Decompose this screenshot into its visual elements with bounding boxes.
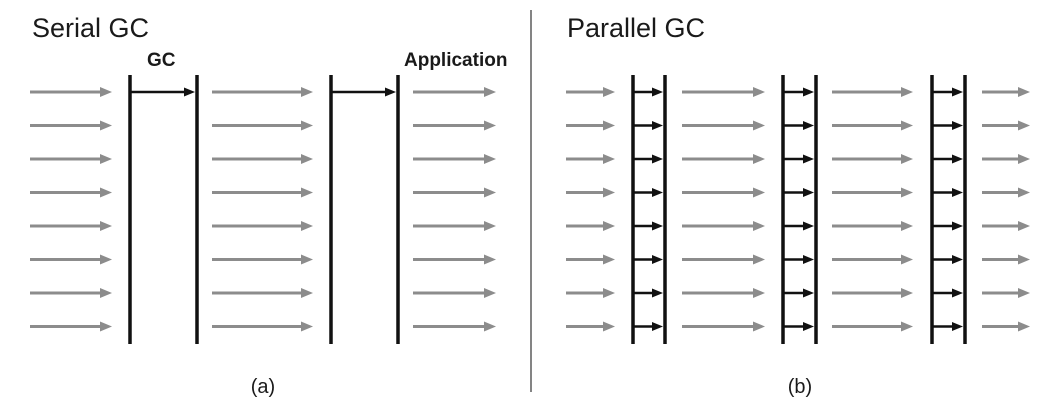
gc-label: GC	[147, 50, 176, 71]
serial-app-arrow	[212, 154, 313, 164]
parallel-app-arrow	[982, 87, 1030, 97]
parallel-app-arrow	[832, 87, 913, 97]
parallel-gc-arrow	[783, 188, 814, 197]
parallel-gc-arrow	[633, 322, 663, 331]
parallel-app-arrow	[982, 288, 1030, 298]
parallel-gc-arrow	[633, 188, 663, 197]
parallel-gc-arrow	[932, 322, 963, 331]
parallel-app-arrow	[566, 221, 615, 231]
parallel-gc-arrow	[932, 255, 963, 264]
serial-app-arrow	[30, 254, 112, 265]
serial-app-arrow	[413, 321, 496, 332]
parallel-app-arrow	[982, 187, 1030, 198]
parallel-app-arrow	[566, 87, 615, 97]
serial-gc-arrow	[331, 87, 396, 97]
parallel-app-arrow	[566, 321, 615, 332]
parallel-app-arrow	[682, 288, 765, 298]
serial-app-arrow	[212, 120, 313, 131]
serial-app-arrow	[413, 120, 496, 131]
parallel-gc-arrow	[932, 154, 963, 164]
serial-gc-title: Serial GC	[32, 13, 149, 43]
parallel-app-arrow	[832, 187, 913, 198]
parallel-app-arrow	[982, 321, 1030, 332]
parallel-app-arrow	[832, 321, 913, 332]
serial-app-arrow	[30, 321, 112, 332]
parallel-app-arrow	[566, 187, 615, 198]
serial-app-arrow	[30, 187, 112, 198]
serial-app-arrow	[212, 288, 313, 298]
serial-app-arrow	[413, 187, 496, 198]
parallel-app-arrow	[566, 254, 615, 265]
parallel-gc-arrow	[783, 87, 814, 97]
parallel-gc-arrow	[932, 288, 963, 298]
serial-app-arrow	[413, 288, 496, 298]
parallel-gc-panel	[566, 75, 1030, 344]
serial-app-arrow	[30, 87, 112, 97]
parallel-gc-arrow	[783, 121, 814, 130]
serial-app-arrow	[413, 221, 496, 231]
parallel-gc-arrow	[633, 288, 663, 298]
parallel-app-arrow	[566, 154, 615, 164]
parallel-gc-arrow	[783, 322, 814, 331]
parallel-gc-arrow	[633, 87, 663, 97]
parallel-app-arrow	[982, 120, 1030, 131]
caption-b: (b)	[788, 376, 812, 398]
parallel-gc-arrow	[783, 255, 814, 264]
parallel-app-arrow	[682, 87, 765, 97]
parallel-app-arrow	[566, 120, 615, 131]
parallel-gc-arrow	[932, 87, 963, 97]
parallel-gc-arrow	[783, 221, 814, 231]
parallel-gc-arrow	[633, 121, 663, 130]
parallel-gc-arrow	[633, 255, 663, 264]
parallel-app-arrow	[832, 221, 913, 231]
serial-app-arrow	[413, 254, 496, 265]
parallel-gc-arrow	[932, 188, 963, 197]
serial-app-arrow	[212, 221, 313, 231]
serial-app-arrow	[413, 87, 496, 97]
parallel-app-arrow	[832, 254, 913, 265]
parallel-gc-arrow	[932, 221, 963, 231]
serial-app-arrow	[30, 288, 112, 298]
parallel-gc-arrow	[633, 154, 663, 164]
parallel-app-arrow	[682, 187, 765, 198]
serial-app-arrow	[413, 154, 496, 164]
caption-a: (a)	[251, 376, 275, 398]
serial-app-arrow	[30, 154, 112, 164]
parallel-gc-title: Parallel GC	[567, 13, 705, 43]
application-label: Application	[404, 50, 507, 71]
serial-app-arrow	[212, 321, 313, 332]
parallel-app-arrow	[566, 288, 615, 298]
parallel-app-arrow	[982, 221, 1030, 231]
parallel-app-arrow	[682, 120, 765, 131]
parallel-gc-arrow	[633, 221, 663, 231]
parallel-app-arrow	[682, 221, 765, 231]
serial-app-arrow	[212, 87, 313, 97]
parallel-app-arrow	[682, 154, 765, 164]
serial-gc-arrow	[130, 87, 195, 97]
parallel-app-arrow	[832, 154, 913, 164]
serial-app-arrow	[30, 120, 112, 131]
serial-app-arrow	[212, 254, 313, 265]
parallel-gc-arrow	[783, 154, 814, 164]
parallel-app-arrow	[682, 321, 765, 332]
parallel-gc-arrow	[783, 288, 814, 298]
parallel-app-arrow	[982, 254, 1030, 265]
parallel-app-arrow	[682, 254, 765, 265]
parallel-app-arrow	[832, 288, 913, 298]
parallel-gc-arrow	[932, 121, 963, 130]
parallel-app-arrow	[982, 154, 1030, 164]
serial-gc-panel	[30, 75, 496, 344]
serial-app-arrow	[212, 187, 313, 198]
parallel-app-arrow	[832, 120, 913, 131]
serial-app-arrow	[30, 221, 112, 231]
